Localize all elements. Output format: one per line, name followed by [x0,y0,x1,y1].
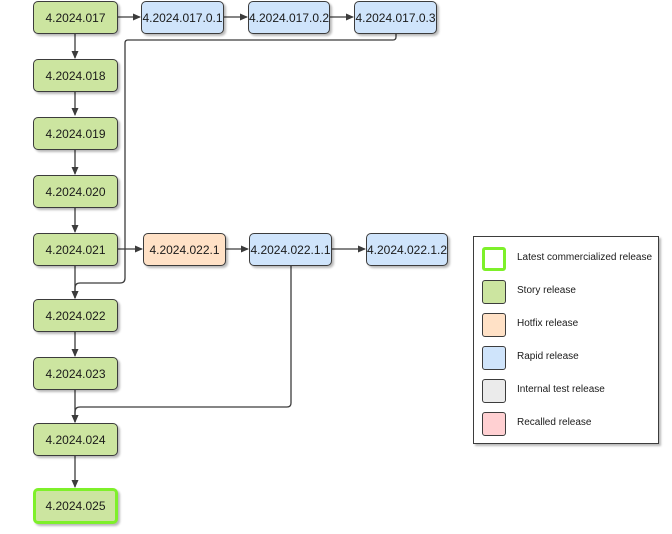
legend-item-hotfix: Hotfix release [474,309,658,339]
node-4-2024-020[interactable]: 4.2024.020 [33,175,118,208]
legend: Latest commercialized release Story rele… [473,236,659,444]
legend-item-latest: Latest commercialized release [474,243,658,273]
node-4-2024-022-1-1[interactable]: 4.2024.022.1.1 [249,233,332,266]
legend-label-hotfix: Hotfix release [517,318,579,329]
node-4-2024-017[interactable]: 4.2024.017 [33,1,118,34]
node-4-2024-017-0-3[interactable]: 4.2024.017.0.3 [354,1,437,34]
node-4-2024-024[interactable]: 4.2024.024 [33,423,118,456]
legend-swatch-latest [482,247,506,271]
legend-swatch-rapid [482,346,506,370]
legend-label-rapid: Rapid release [517,351,579,362]
legend-label-story: Story release [517,285,576,296]
node-4-2024-021[interactable]: 4.2024.021 [33,233,118,266]
legend-item-story: Story release [474,276,658,306]
node-4-2024-022[interactable]: 4.2024.022 [33,299,118,332]
node-4-2024-022-1-2[interactable]: 4.2024.022.1.2 [366,233,448,266]
legend-label-internal: Internal test release [517,384,605,395]
legend-swatch-hotfix [482,313,506,337]
legend-label-latest: Latest commercialized release [517,252,653,263]
node-4-2024-022-1[interactable]: 4.2024.022.1 [143,233,226,266]
node-4-2024-023[interactable]: 4.2024.023 [33,357,118,390]
legend-swatch-internal [482,379,506,403]
node-4-2024-019[interactable]: 4.2024.019 [33,117,118,150]
legend-item-recalled: Recalled release [474,408,658,438]
node-4-2024-025[interactable]: 4.2024.025 [33,488,118,524]
legend-item-rapid: Rapid release [474,342,658,372]
legend-item-internal: Internal test release [474,375,658,405]
legend-swatch-recalled [482,412,506,436]
node-4-2024-018[interactable]: 4.2024.018 [33,59,118,92]
node-4-2024-017-0-2[interactable]: 4.2024.017.0.2 [248,1,330,34]
node-4-2024-017-0-1[interactable]: 4.2024.017.0.1 [141,1,224,34]
edge-02211-024 [71,266,292,423]
edge-01703-022 [71,34,397,299]
legend-swatch-story [482,280,506,304]
legend-label-recalled: Recalled release [517,417,592,428]
